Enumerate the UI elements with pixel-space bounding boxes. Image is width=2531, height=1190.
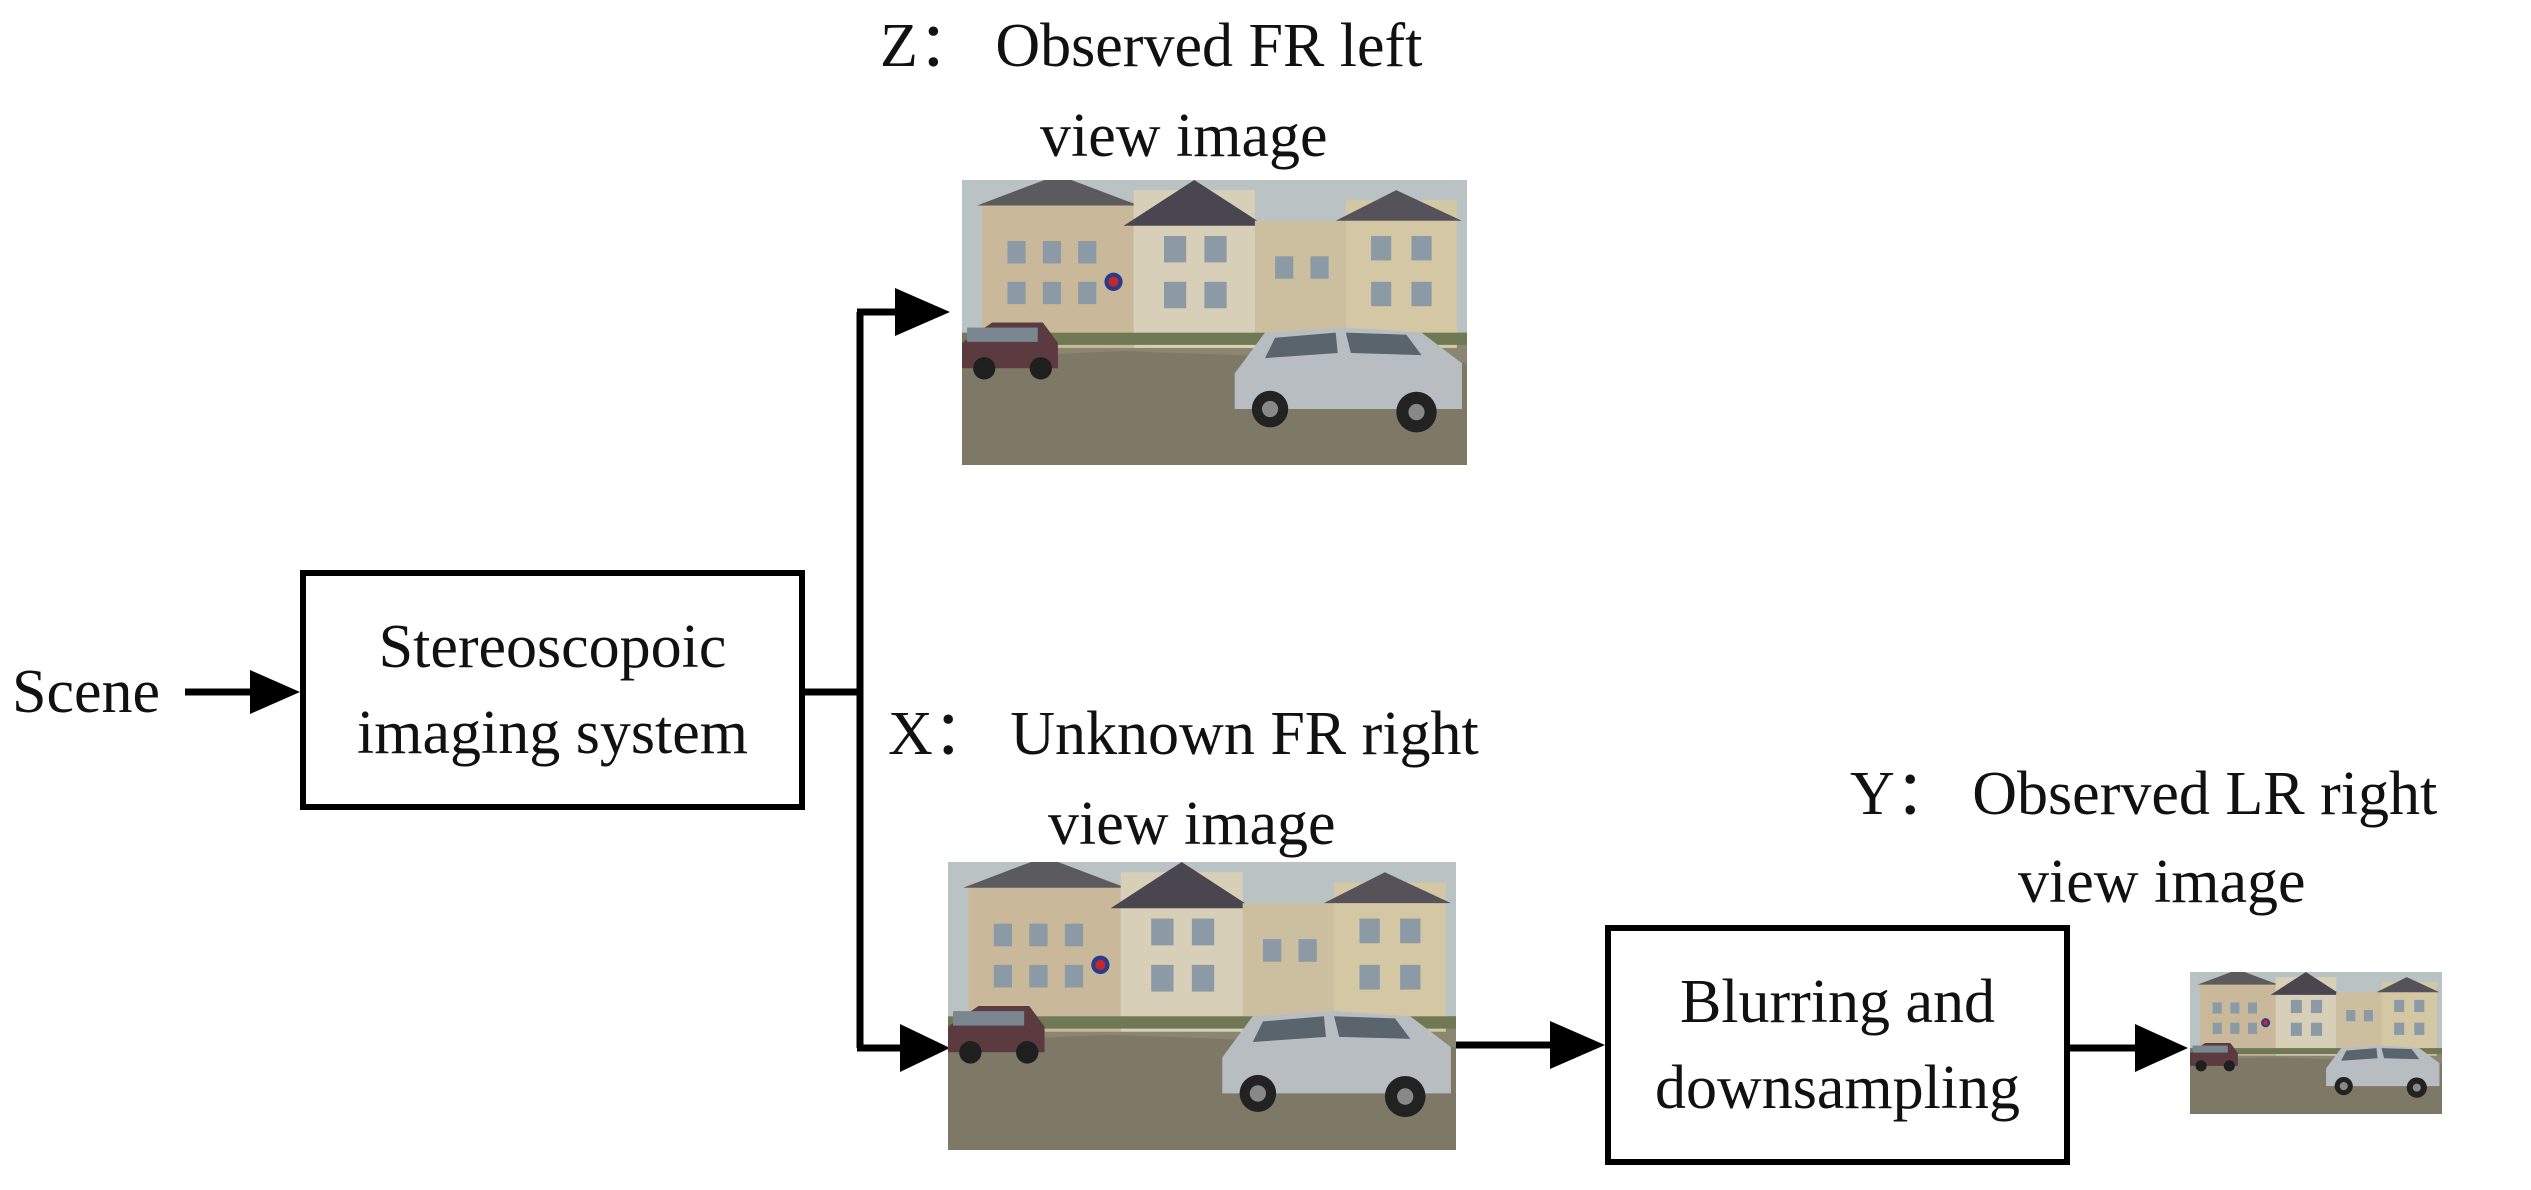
y-label-line2: view image xyxy=(2018,848,2306,916)
y-lr-right-view-image xyxy=(2190,972,2442,1114)
imaging-system-line2: imaging system xyxy=(357,699,748,767)
x-right-view-image xyxy=(948,862,1456,1150)
z-label-line2: view image xyxy=(1040,102,1328,170)
imaging-system-box: Stereoscopoic imaging system xyxy=(300,570,805,810)
arrowhead-to-y xyxy=(2135,1024,2188,1072)
x-label-line1: X： Unknown FR right xyxy=(888,700,1479,768)
arrowhead-to-imaging xyxy=(250,670,300,714)
scene-label: Scene xyxy=(12,658,161,726)
y-label-line1: Y： Observed LR right xyxy=(1850,760,2438,828)
arrowhead-to-z xyxy=(895,288,950,336)
z-label-line1: Z： Observed FR left xyxy=(880,12,1423,80)
x-label-line2: view image xyxy=(1048,790,1336,858)
arrowhead-to-blur xyxy=(1550,1021,1605,1069)
blur-box-line1: Blurring and xyxy=(1679,968,1996,1036)
z-left-view-image xyxy=(962,180,1467,465)
imaging-system-line1: Stereoscopoic xyxy=(378,613,727,681)
arrowhead-to-x xyxy=(900,1024,950,1072)
blur-box-line2: downsampling xyxy=(1654,1054,2021,1122)
blur-downsample-box: Blurring and downsampling xyxy=(1605,925,2070,1165)
